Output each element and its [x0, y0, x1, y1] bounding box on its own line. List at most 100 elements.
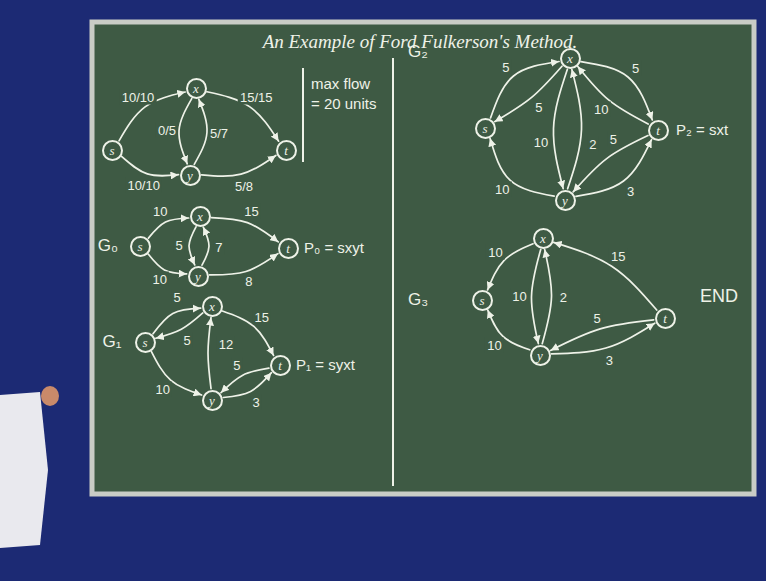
flow-edge [495, 66, 562, 121]
capacity-label: 10 [510, 288, 528, 303]
flow-edge [209, 254, 278, 275]
capacity-label: 15 [609, 249, 627, 264]
graph-vertex: s [130, 236, 151, 257]
flow-edge [148, 218, 188, 238]
capacity-label: 5 [608, 131, 619, 146]
graph-label: END [700, 286, 738, 307]
vertex-letter: y [195, 270, 201, 283]
graph-vertex: t [655, 308, 676, 329]
flow-edge [179, 99, 192, 164]
graph-vertex: t [276, 140, 297, 161]
capacity-label: 10 [592, 102, 610, 117]
capacity-label: 7 [213, 239, 224, 254]
capacity-label: 5/7 [208, 126, 230, 141]
capacity-label: 5 [500, 59, 511, 74]
flow-edge [553, 69, 567, 188]
capacity-label: 10 [532, 135, 550, 150]
capacity-label: 3 [604, 352, 615, 367]
graph-vertex: t [648, 120, 669, 141]
flow-edge [221, 368, 269, 393]
capacity-label: 15 [242, 204, 260, 219]
graph-vertex: s [475, 118, 496, 139]
capacity-label: 5 [173, 238, 184, 253]
capacity-label: 10 [493, 182, 511, 197]
divider-line [302, 68, 304, 162]
graph-vertex: y [202, 390, 223, 411]
capacity-label: 5 [172, 290, 183, 305]
flow-edge [542, 249, 551, 343]
capacity-label: 5/8 [233, 178, 255, 193]
flow-edge [568, 69, 582, 188]
vertex-letter: s [479, 294, 484, 307]
graph-label: P₀ = sxyt [304, 239, 364, 256]
capacity-label: 10 [151, 271, 169, 286]
vertex-letter: t [278, 359, 282, 372]
graph-vertex: x [186, 78, 207, 99]
connector-group [119, 61, 657, 397]
capacity-label: 10 [151, 204, 169, 219]
flow-edge [551, 323, 654, 354]
vertex-letter: t [656, 124, 660, 137]
graph-label: G₁ [103, 332, 122, 352]
flow-edge [156, 313, 203, 338]
graph-label: G₂ [408, 42, 428, 62]
graph-vertex: s [472, 290, 493, 311]
graph-vertex: t [270, 355, 291, 376]
vertex-letter: t [286, 242, 290, 255]
graph-vertex: y [530, 345, 551, 366]
capacity-label: 3 [250, 395, 261, 410]
capacity-label: 10 [486, 245, 504, 260]
vertex-letter: t [284, 144, 288, 157]
graph-vertex: y [188, 266, 209, 287]
capacity-label: 10 [485, 337, 503, 352]
vertex-letter: s [482, 122, 487, 135]
graph-label: P₁ = syxt [296, 356, 355, 373]
vertex-letter: x [567, 52, 573, 65]
vertex-letter: y [209, 394, 215, 407]
flow-edge [122, 156, 179, 175]
capacity-label: 5 [630, 60, 641, 75]
graph-vertex: x [533, 228, 554, 249]
graph-vertex: y [555, 190, 576, 211]
capacity-label: 3 [625, 183, 636, 198]
capacity-label: 2 [558, 290, 569, 305]
flow-edge [208, 317, 211, 388]
graph-vertex: t [278, 238, 299, 259]
vertex-letter: t [663, 312, 667, 325]
capacity-label: 10/10 [125, 178, 162, 193]
capacity-label: 15 [252, 310, 270, 325]
graph-vertex: x [190, 206, 211, 227]
vertex-letter: x [209, 300, 215, 313]
vertex-letter: s [109, 144, 114, 157]
flow-edge [201, 155, 275, 176]
capacity-label: 5 [591, 311, 602, 326]
presenter-hand [0, 392, 48, 548]
vertex-letter: y [562, 194, 568, 207]
presenter-hand [41, 386, 59, 406]
vertex-letter: s [142, 336, 147, 349]
vertex-letter: x [540, 232, 546, 245]
flow-edge [554, 242, 657, 310]
flow-edge [581, 62, 652, 120]
graph-vertex: y [180, 165, 201, 186]
graph-vertex: x [202, 296, 223, 317]
graph-label: G₀ [98, 236, 118, 256]
capacity-label: 8 [243, 274, 254, 289]
graph-vertex: s [135, 332, 156, 353]
capacity-label: 5 [231, 357, 242, 372]
divider-line [392, 58, 394, 486]
capacity-label: 10 [154, 382, 172, 397]
capacity-label: 10/10 [120, 90, 157, 105]
graph-vertex: s [102, 140, 123, 161]
flow-edge [531, 249, 540, 343]
capacity-label: 0/5 [156, 122, 178, 137]
capacity-label: 2 [587, 137, 598, 152]
vertex-letter: s [137, 240, 142, 253]
capacity-label: 15/15 [238, 89, 275, 104]
flow-edge [223, 373, 271, 398]
capacity-label: 5 [533, 99, 544, 114]
flow-edge [202, 227, 209, 265]
